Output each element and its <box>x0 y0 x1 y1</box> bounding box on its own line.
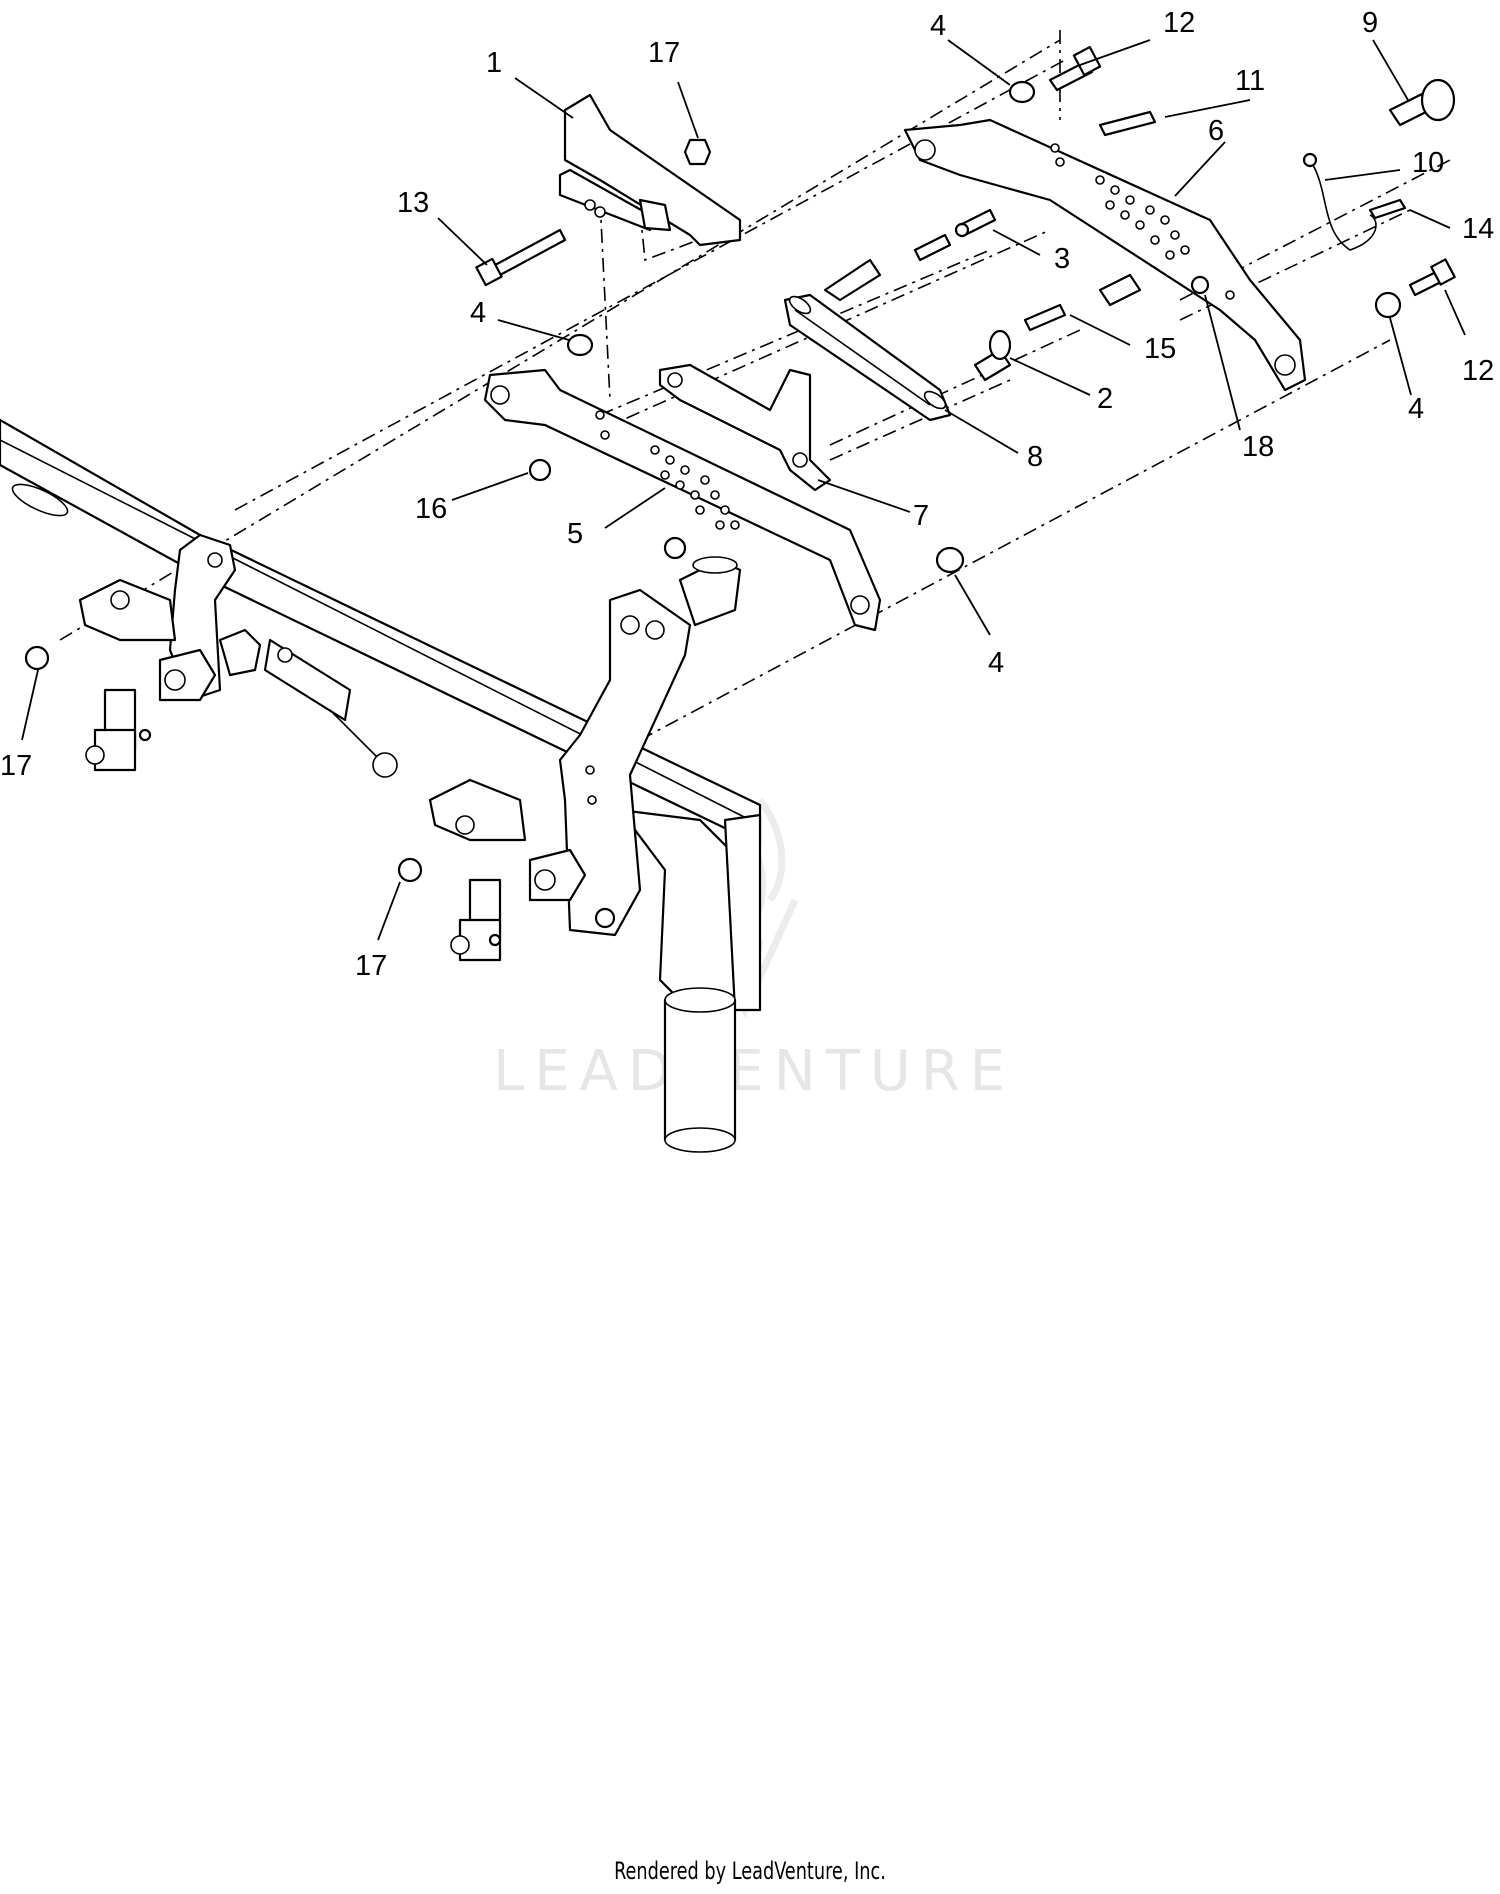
callout-4-bottom: 4 <box>988 647 1004 679</box>
part-1-bracket <box>558 93 742 247</box>
fasteners <box>24 45 1456 883</box>
right-pivot-assembly <box>428 556 742 962</box>
callout-15: 15 <box>1144 333 1176 365</box>
callout-13: 13 <box>397 187 429 219</box>
callout-7: 7 <box>913 500 929 532</box>
callout-9: 9 <box>1362 7 1378 39</box>
assembly-guide-lines <box>59 30 1451 741</box>
part-5-plate <box>483 368 882 632</box>
callout-3: 3 <box>1054 243 1070 275</box>
callout-14: 14 <box>1462 213 1494 245</box>
callout-leaders <box>21 39 1466 941</box>
callout-1: 1 <box>486 47 502 79</box>
callout-2: 2 <box>1097 383 1113 415</box>
part-8-link <box>783 293 952 422</box>
callout-4-mid: 4 <box>470 297 486 329</box>
callout-labels: 1 17 4 12 11 9 6 10 14 13 3 4 15 12 2 4 … <box>0 7 1494 982</box>
callout-18: 18 <box>1242 431 1274 463</box>
callout-12-right: 12 <box>1462 355 1494 387</box>
callout-11: 11 <box>1235 65 1265 97</box>
callout-17: 17 <box>648 37 680 69</box>
footer-credit: Rendered by LeadVenture, Inc. <box>614 1857 886 1885</box>
callout-4-right: 4 <box>1408 393 1424 425</box>
callout-5: 5 <box>567 518 583 550</box>
part-6-plate <box>903 118 1307 392</box>
callout-12: 12 <box>1163 7 1195 39</box>
callout-17-bottom: 17 <box>355 950 387 982</box>
part-7-bracket <box>658 363 832 492</box>
callout-10: 10 <box>1412 147 1444 179</box>
callout-6: 6 <box>1208 115 1224 147</box>
callout-16: 16 <box>415 493 447 525</box>
callout-17-left: 17 <box>0 750 32 782</box>
watermark-text: LEADVENTURE <box>493 1039 1015 1104</box>
left-pivot-assembly <box>78 533 398 778</box>
callout-4: 4 <box>930 10 946 42</box>
callout-8: 8 <box>1027 441 1043 473</box>
